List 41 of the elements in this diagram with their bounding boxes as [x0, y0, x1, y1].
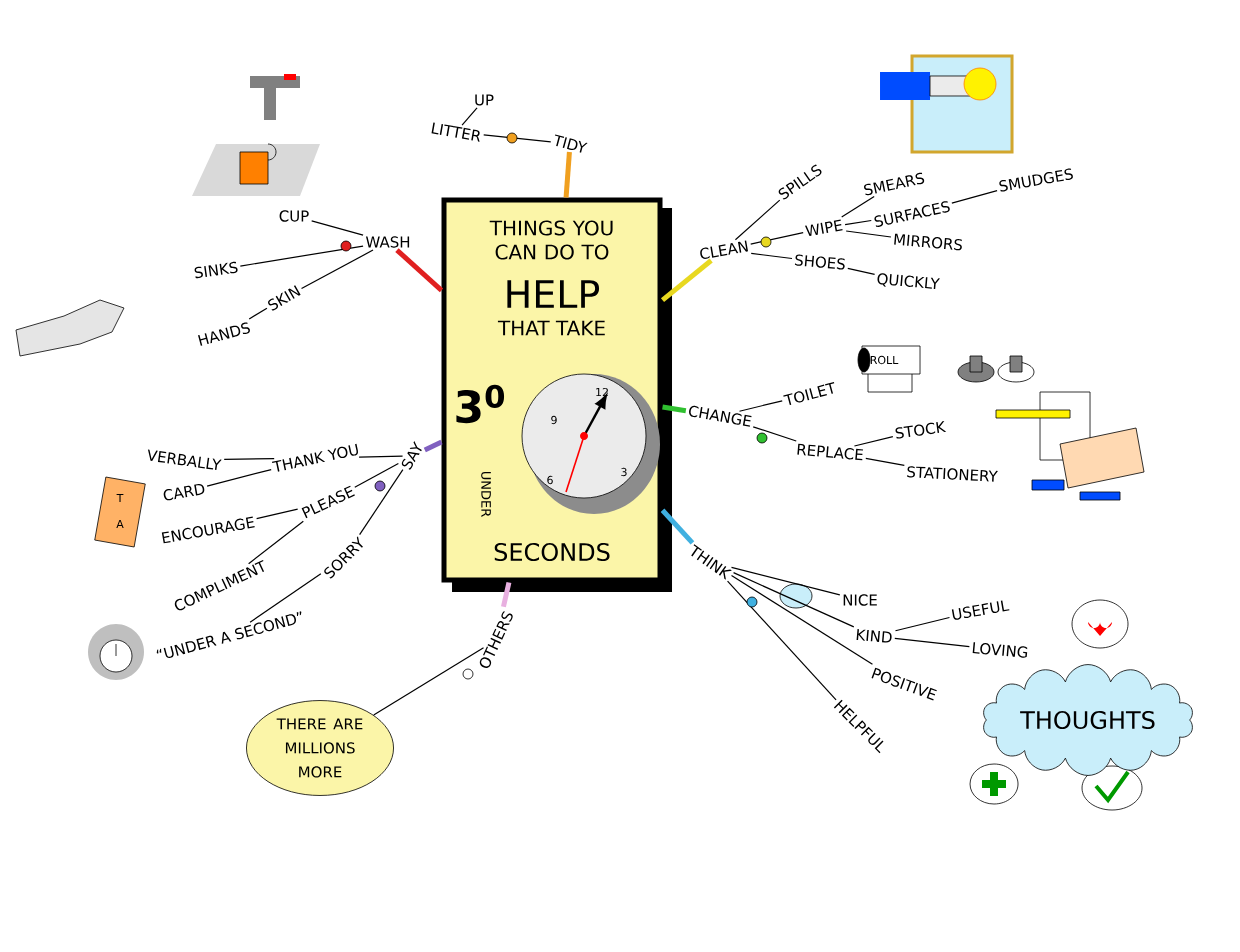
branch-line: [395, 248, 444, 293]
branch-line: [726, 580, 837, 701]
branch-line: [865, 457, 905, 466]
branch-line: [563, 151, 572, 198]
branch-line: [750, 252, 793, 260]
thought-cloud: THOUGHTS: [983, 664, 1193, 776]
branch-line: [359, 469, 404, 536]
branch-line: [844, 219, 872, 226]
branch-line: [501, 581, 512, 608]
branch-line: [660, 508, 695, 545]
branch-line: [847, 267, 876, 276]
branch-line: [373, 647, 485, 716]
branch-line: [738, 400, 783, 412]
branch-line: [894, 637, 970, 648]
branch-line: [894, 616, 951, 632]
branch-line: [354, 462, 399, 488]
branch-line: [734, 199, 781, 241]
branch-line: [845, 230, 892, 238]
branch-line: [358, 455, 404, 458]
branch-line: [752, 426, 797, 442]
branch-line: [311, 220, 364, 236]
branch-line: [223, 458, 275, 460]
branch-line: [951, 190, 998, 204]
branch-line: [206, 468, 272, 487]
branch-line: [730, 566, 841, 596]
branch-line: [423, 439, 443, 453]
branch-line: [732, 572, 855, 628]
branch-line: [662, 404, 687, 414]
branch-line: [239, 245, 364, 267]
branch-line: [300, 249, 374, 290]
branch-line: [248, 307, 268, 320]
branch-line: [461, 107, 478, 126]
branch-line: [853, 436, 894, 447]
branch-line: [248, 520, 304, 565]
branch-line: [730, 574, 874, 665]
branch-line: [841, 195, 875, 218]
branch-line: [249, 573, 322, 623]
branch-line: [660, 258, 713, 303]
branch-line: [750, 232, 804, 245]
branch-line: [256, 508, 299, 520]
branch-line: [483, 134, 552, 143]
